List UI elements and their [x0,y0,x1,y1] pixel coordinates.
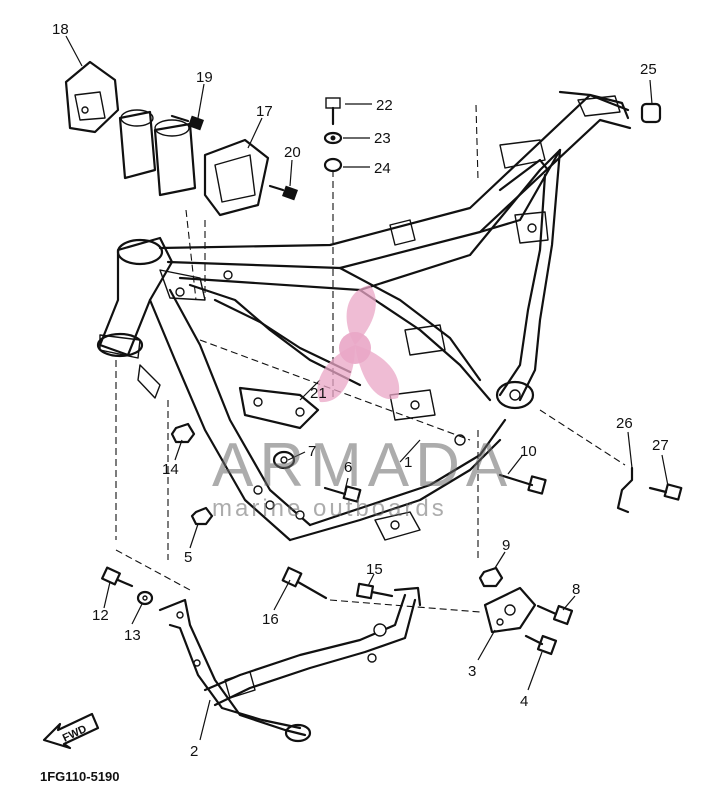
engine-bracket-3 [483,586,537,634]
callout-13: 13 [124,627,141,644]
figure-code: 1FG110-5190 [40,769,120,784]
callout-labels: 1 2 3 4 5 6 7 8 9 10 12 13 14 15 16 17 1… [52,21,669,760]
bolt-19 [170,114,204,131]
callout-12: 12 [92,607,109,624]
washer-23 [323,131,343,145]
callout-5: 5 [184,549,192,566]
callout-10: 10 [520,443,537,460]
callout-8: 8 [572,581,580,598]
callout-7: 7 [308,443,316,460]
callout-22: 22 [376,97,393,114]
watermark: ARMADA marine outboards [212,285,513,522]
callout-4: 4 [520,693,528,710]
callout-20: 20 [284,144,301,161]
cap-25 [640,102,662,124]
bracket-21 [238,386,320,430]
lower-cradle-2 [158,586,422,743]
callout-26: 26 [616,415,633,432]
leader-lines [65,35,669,741]
bolt-6 [323,485,362,503]
bolt-12 [101,566,134,588]
callout-21: 21 [310,385,327,402]
nut-14 [170,422,196,444]
coil-assembly [118,109,197,197]
callout-24: 24 [374,160,391,177]
callout-17: 17 [256,103,273,120]
callout-6: 6 [344,459,352,476]
cover-18 [64,60,120,134]
nut-7 [272,450,296,470]
bracket-26 [616,466,634,514]
callout-9: 9 [502,537,510,554]
watermark-sub: marine outboards [212,495,447,522]
bolt-15 [355,582,394,600]
washer-13 [136,590,154,606]
bolt-20 [268,184,298,201]
bolt-16 [281,566,328,600]
callout-23: 23 [374,130,391,147]
callout-27: 27 [652,437,669,454]
bolt-22 [325,97,341,126]
bolt-8 [536,604,574,626]
callout-16: 16 [262,611,279,628]
callout-14: 14 [162,461,179,478]
fwd-arrow: FWD [42,712,100,750]
callout-15: 15 [366,561,383,578]
callout-19: 19 [196,69,213,86]
callout-3: 3 [468,663,476,680]
callout-2: 2 [190,743,198,760]
callout-18: 18 [52,21,69,38]
nut-24 [323,157,343,173]
callout-1: 1 [404,454,412,471]
nut-5 [190,506,214,526]
bolt-4 [524,634,558,656]
callout-25: 25 [640,61,657,78]
watermark-propeller-logo [317,285,400,403]
main-frame [96,90,632,542]
bolt-10 [498,473,547,495]
cover-17 [203,138,270,217]
watermark-word: ARMADA [212,431,513,500]
bolt-27 [648,483,683,501]
nut-9 [478,566,504,588]
